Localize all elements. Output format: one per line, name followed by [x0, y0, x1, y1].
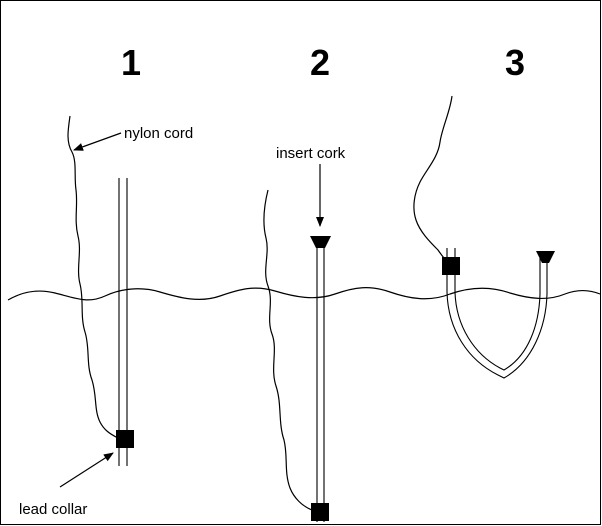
lead-collar-2 [311, 503, 329, 521]
lead-collar-1 [116, 430, 134, 448]
water-surface [7, 287, 601, 301]
u-tube-inner-wall [454, 248, 541, 371]
lead-collar-label: lead collar [19, 501, 87, 518]
u-tube-outer-wall [446, 248, 548, 379]
nylon-cord-1 [67, 115, 119, 439]
nylon-cord-3 [413, 95, 453, 265]
nylon-cord-2 [263, 189, 313, 511]
step-number-1: 1 [121, 42, 141, 83]
insert-cork-label: insert cork [276, 145, 346, 162]
lead-collar-arrow [59, 452, 114, 488]
step-number-3: 3 [505, 42, 525, 83]
cork-3 [536, 251, 555, 263]
step-number-2: 2 [310, 42, 330, 83]
cork-2 [310, 236, 331, 248]
lead-collar-3 [442, 257, 460, 275]
nylon-cord-label: nylon cord [124, 125, 193, 142]
nylon-cord-arrow [73, 132, 122, 151]
